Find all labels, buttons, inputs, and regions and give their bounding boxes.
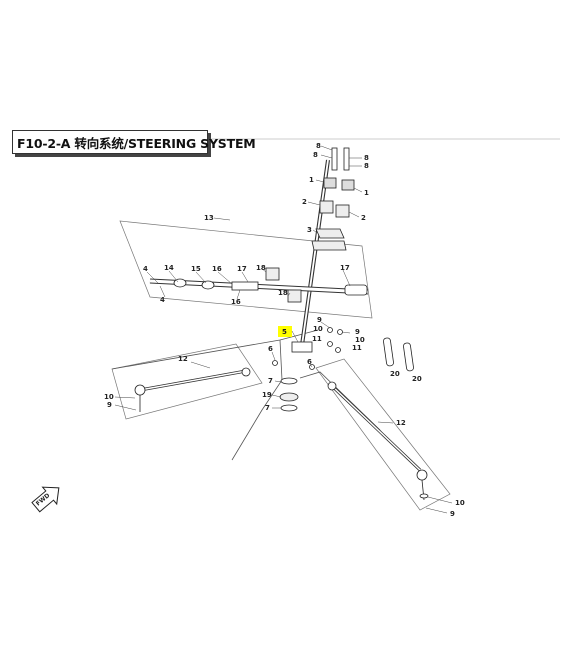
callout-18a: 18 bbox=[256, 264, 266, 272]
rack-end-boot bbox=[344, 284, 368, 296]
leader-lines bbox=[114, 145, 453, 514]
diagram-title: F10-2-A 转向系统/STEERING SYSTEM bbox=[17, 135, 256, 151]
lower-bushing bbox=[279, 392, 299, 402]
rack-bearing bbox=[201, 280, 215, 290]
callout-10c: 10 bbox=[104, 393, 114, 401]
top-bolt-right bbox=[343, 147, 350, 171]
callout-14: 14 bbox=[164, 264, 174, 272]
callout-8a: 8 bbox=[316, 142, 321, 150]
callout-19: 19 bbox=[262, 391, 272, 399]
callout-8d: 8 bbox=[364, 162, 369, 170]
callout-7a: 7 bbox=[268, 377, 273, 385]
callout-16b: 16 bbox=[231, 298, 241, 306]
mount-plate bbox=[311, 240, 347, 251]
pinion-housing bbox=[291, 341, 313, 353]
callout-1a: 1 bbox=[309, 176, 314, 184]
right-balljoint bbox=[416, 469, 428, 481]
callout-9c: 9 bbox=[107, 401, 112, 409]
rack-seal bbox=[173, 278, 187, 288]
callout-6a: 6 bbox=[268, 345, 273, 353]
bracket-left bbox=[323, 177, 337, 189]
callout-7b: 7 bbox=[265, 404, 270, 412]
callout-13: 13 bbox=[204, 214, 214, 222]
callout-10b: 10 bbox=[355, 336, 365, 344]
callout-10a: 10 bbox=[313, 325, 323, 333]
callout-17a: 17 bbox=[237, 265, 247, 273]
link-right bbox=[403, 342, 414, 372]
bushing-left bbox=[319, 200, 334, 214]
rack-bushing-upper bbox=[265, 267, 280, 281]
callout-11a: 11 bbox=[312, 335, 322, 343]
rack-housing bbox=[231, 281, 259, 291]
callout-labels: 8 8 8 8 1 1 2 2 13 3 4 14 15 16 17 18 4 … bbox=[104, 142, 465, 518]
rack-outline bbox=[119, 220, 373, 319]
callout-5: 5 bbox=[282, 328, 287, 336]
callout-4a: 4 bbox=[143, 265, 148, 273]
callout-20a: 20 bbox=[390, 370, 400, 378]
callout-8b: 8 bbox=[313, 151, 318, 159]
bracket-right bbox=[341, 179, 355, 191]
callout-16a: 16 bbox=[212, 265, 222, 273]
callout-9b: 9 bbox=[355, 328, 360, 336]
link-left bbox=[383, 337, 394, 367]
callout-3: 3 bbox=[307, 226, 312, 234]
right-inner-joint bbox=[327, 381, 337, 391]
right-tierod-outline bbox=[315, 358, 451, 511]
bushing-right bbox=[335, 204, 350, 218]
callout-11b: 11 bbox=[352, 344, 362, 352]
fwd-arrow-icon bbox=[31, 486, 60, 513]
callout-2a: 2 bbox=[302, 198, 307, 206]
left-balljoint bbox=[134, 384, 146, 396]
callout-18b: 18 bbox=[278, 289, 288, 297]
diagram-title-box: F10-2-A 转向系统/STEERING SYSTEM bbox=[12, 130, 256, 154]
upper-plate bbox=[315, 228, 345, 239]
callout-4b: 4 bbox=[160, 296, 165, 304]
callout-9a: 9 bbox=[317, 316, 322, 324]
lower-washer bbox=[280, 377, 298, 385]
callout-20b: 20 bbox=[412, 375, 422, 383]
callout-1b: 1 bbox=[364, 189, 369, 197]
callout-15: 15 bbox=[191, 265, 201, 273]
left-tierod-outline bbox=[111, 343, 263, 420]
left-inner-joint bbox=[241, 367, 251, 377]
callout-6b: 6 bbox=[307, 358, 312, 366]
callout-12a: 12 bbox=[178, 355, 188, 363]
rack-bushing-lower bbox=[287, 289, 302, 303]
highlight-5 bbox=[278, 326, 292, 337]
callout-17b: 17 bbox=[340, 264, 350, 272]
top-bolt-left bbox=[331, 147, 338, 171]
callout-2b: 2 bbox=[361, 214, 366, 222]
lower-washer-2 bbox=[280, 404, 298, 412]
callout-8c: 8 bbox=[364, 154, 369, 162]
callout-9d: 9 bbox=[450, 510, 455, 518]
callout-12b: 12 bbox=[396, 419, 406, 427]
callout-10d: 10 bbox=[455, 499, 465, 507]
